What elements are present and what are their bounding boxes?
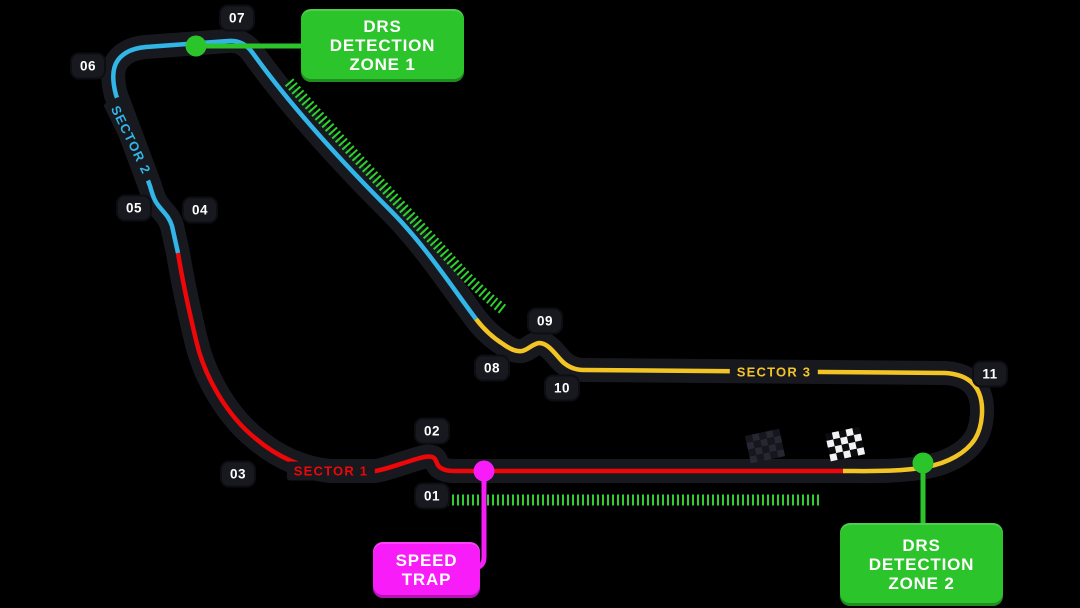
drs-zone-2-line3: ZONE 2: [888, 574, 955, 594]
drs-detection-zone-2-callout: DRS DETECTION ZONE 2: [840, 523, 1003, 606]
speed-trap-line2: TRAP: [401, 570, 452, 589]
checkered-flag-icon: [825, 426, 866, 462]
drs-zone-1-line1: DRS: [363, 16, 402, 36]
turn-marker-05: 05: [116, 194, 152, 222]
sector-1-line: [175, 252, 843, 474]
turn-marker-03: 03: [220, 460, 256, 488]
checkered-flag-shadow-icon: [745, 428, 786, 464]
turn-marker-10: 10: [544, 374, 580, 402]
track-band: [101, 28, 995, 484]
sector-3-line: [474, 317, 985, 474]
sector-2-line: [111, 38, 478, 321]
drs-zone-1-line2: DETECTION: [329, 35, 436, 55]
turn-marker-07: 07: [219, 4, 255, 32]
turn-marker-01: 01: [414, 482, 450, 510]
sector-1-label: SECTOR 1: [286, 461, 376, 481]
drs-zone-2-line2: DETECTION: [868, 554, 975, 574]
green-dot-icon: [185, 35, 207, 57]
speed-trap-line1: SPEED: [395, 550, 458, 570]
magenta-dot-icon: [473, 460, 495, 482]
turn-marker-06: 06: [70, 52, 106, 80]
turn-marker-02: 02: [414, 417, 450, 445]
turn-marker-11: 11: [972, 360, 1008, 388]
turn-marker-09: 09: [527, 307, 563, 335]
green-dot-icon: [912, 452, 934, 474]
turn-marker-04: 04: [182, 196, 218, 224]
sector-3-label: SECTOR 3: [729, 362, 819, 382]
drs-zone-2-line1: DRS: [902, 535, 941, 555]
turn-marker-08: 08: [474, 354, 510, 382]
speed-trap-callout: SPEED TRAP: [373, 542, 480, 598]
drs-detection-zone-1-callout: DRS DETECTION ZONE 1: [301, 9, 464, 82]
drs-zone-1-line3: ZONE 1: [349, 55, 416, 75]
drs-zone-hatch-back-straight: [284, 78, 509, 316]
